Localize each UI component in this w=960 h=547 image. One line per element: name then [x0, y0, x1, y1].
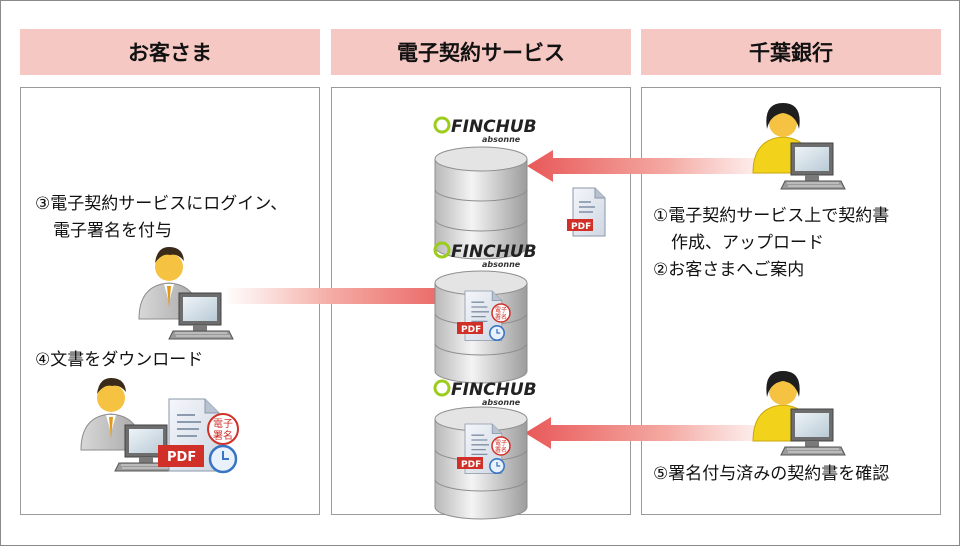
step-1: ①電子契約サービス上で契約書 作成、アップロード	[653, 203, 889, 257]
finchub-logo-2: FINCHUB absonne	[433, 241, 537, 269]
header-service: 電子契約サービス	[331, 29, 631, 75]
step-1-line-2: 作成、アップロード	[671, 233, 824, 253]
pdf-label-db2: PDF	[461, 325, 481, 335]
step-2: ②お客さまへご案内	[653, 260, 805, 280]
person-bank-upload	[752, 103, 846, 190]
seal-dl-c3: 署	[213, 430, 223, 442]
logo-main-1: FINCHUB	[451, 117, 537, 137]
logo-sub-1: absonne	[482, 135, 521, 144]
seal-db3-c3: 署	[495, 447, 501, 454]
arrow-confirm	[525, 417, 781, 449]
logo-main-2: FINCHUB	[451, 242, 537, 262]
pdf-doc-upload: PDF	[567, 187, 606, 237]
seal-db3-c1: 電	[495, 440, 501, 447]
person-customer-download	[80, 378, 180, 472]
logo-main-3: FINCHUB	[451, 380, 537, 400]
seal-db2-c1: 電	[495, 307, 501, 314]
pdf-label-db3: PDF	[461, 460, 481, 470]
step-3: ③電子契約サービスにログイン、 電子署名を付与	[35, 191, 287, 245]
seal-dl-c2: 子	[223, 418, 233, 430]
header-bank: 千葉銀行	[641, 29, 941, 75]
seal-db3-c2: 子	[501, 440, 507, 447]
seal-db2-c2: 子	[501, 307, 507, 314]
step-1-line-1: ①電子契約サービス上で契約書	[653, 206, 890, 226]
seal-db2-c4: 名	[501, 313, 507, 321]
arrow-sign	[223, 280, 471, 312]
pdf-label-download: PDF	[167, 450, 196, 465]
seal-db3: 電 子 署 名	[491, 436, 511, 456]
step-3-line-2: 電子署名を付与	[53, 221, 172, 241]
seal-db3-c4: 名	[501, 446, 507, 454]
finchub-logo-1: FINCHUB absonne	[433, 116, 537, 144]
step-4: ④文書をダウンロード	[35, 350, 204, 370]
seal-db2-c3: 署	[495, 314, 501, 321]
database-3: FINCHUB absonne 電 子 署 名 PDF	[433, 379, 537, 520]
header-customer-label: お客さま	[128, 41, 212, 65]
seal-dl-c1: 電	[213, 418, 223, 430]
seal-db2: 電 子 署 名	[491, 303, 511, 323]
header-customer: お客さま	[20, 29, 320, 75]
pdf-label-upload: PDF	[571, 222, 591, 232]
header-service-label: 電子契約サービス	[397, 41, 565, 65]
database-1: FINCHUB absonne	[433, 116, 537, 260]
person-customer-sign	[138, 247, 234, 340]
logo-sub-2: absonne	[482, 260, 521, 269]
finchub-logo-3: FINCHUB absonne	[433, 379, 537, 407]
header-bank-label: 千葉銀行	[749, 41, 833, 65]
signed-pdf-download: 電 子 署 名 PDF	[158, 398, 239, 474]
seal-dl-c4: 名	[223, 429, 233, 442]
person-bank-confirm	[752, 371, 846, 456]
arrow-upload	[527, 150, 781, 182]
step-5: ⑤署名付与済みの契約書を確認	[653, 464, 890, 484]
logo-sub-3: absonne	[482, 398, 521, 407]
database-2: FINCHUB absonne 電 子 署 名 PDF	[433, 241, 537, 384]
step-3-line-1: ③電子契約サービスにログイン、	[35, 194, 288, 214]
